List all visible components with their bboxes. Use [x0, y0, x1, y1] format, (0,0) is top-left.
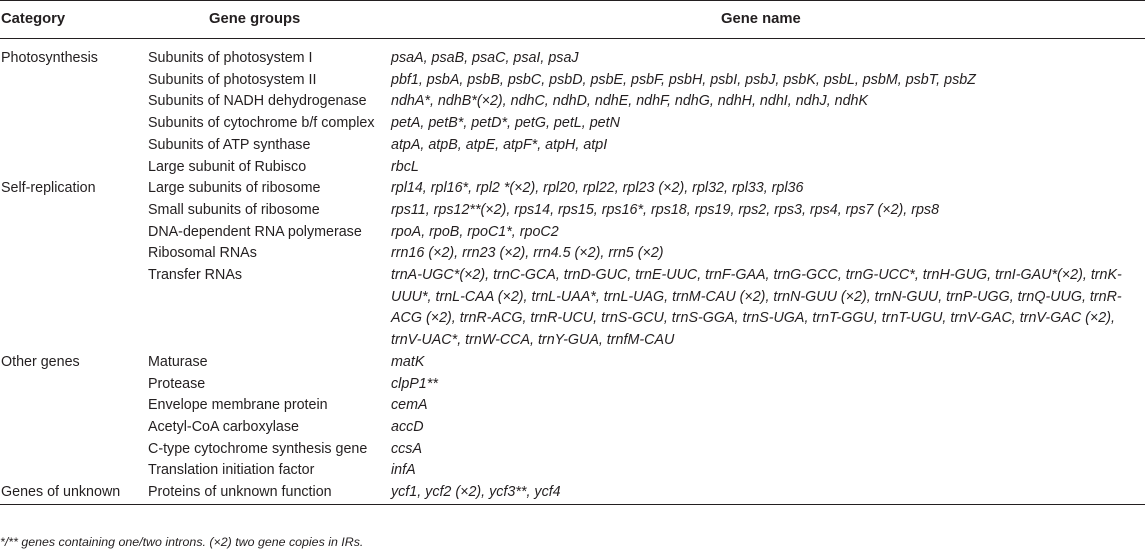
table-row: Translation initiation factor infA: [0, 460, 1145, 482]
group-cell: Proteins of unknown function: [141, 482, 389, 505]
group-cell: C-type cytochrome synthesis gene: [148, 440, 368, 457]
table-row: Acetyl-CoA carboxylase accD: [0, 417, 1145, 439]
group-cell: Translation initiation factor: [148, 462, 315, 479]
group-cell: Transfer RNAs: [148, 267, 243, 284]
category-cell: [0, 460, 141, 482]
gene-cell: accD: [391, 418, 424, 435]
header-gene-groups: Gene groups: [141, 0, 389, 39]
category-cell: [0, 374, 141, 396]
category-cell: [0, 113, 141, 135]
group-cell: Small subunits of ribosome: [148, 201, 320, 218]
table-row: Envelope membrane protein cemA: [0, 395, 1145, 417]
category-cell: [0, 91, 141, 113]
table-footnote: */** genes containing one/two introns. (…: [0, 535, 364, 549]
table-row: Small subunits of ribosome rps11, rps12*…: [0, 200, 1145, 222]
table-row: Subunits of photosystem II pbf1, psbA, p…: [0, 70, 1145, 92]
table-row: Large subunit of Rubisco rbcL: [0, 157, 1145, 179]
gene-cell: cemA: [391, 397, 428, 414]
table-row: Protease clpP1**: [0, 374, 1145, 396]
gene-cell: rpl14, rpl16*, rpl2 *(×2), rpl20, rpl22,…: [391, 180, 804, 197]
group-cell: Large subunit of Rubisco: [148, 158, 307, 175]
table-row: C-type cytochrome synthesis gene ccsA: [0, 439, 1145, 461]
gene-cell: trnA-UGC*(×2), trnC-GCA, trnD-GUC, trnE-…: [391, 267, 1122, 349]
group-cell: Subunits of photosystem I: [148, 50, 313, 66]
gene-cell: rps11, rps12**(×2), rps14, rps15, rps16*…: [391, 201, 940, 218]
category-cell: [0, 157, 141, 179]
gene-cell: pbf1, psbA, psbB, psbC, psbD, psbE, psbF…: [391, 71, 976, 88]
header-gene-name: Gene name: [389, 0, 1145, 39]
group-cell: Ribosomal RNAs: [148, 245, 257, 262]
table-row: Genes of unknown Proteins of unknown fun…: [0, 482, 1145, 505]
header-category: Category: [0, 0, 141, 39]
table-row: Self-replication Large subunits of ribos…: [0, 178, 1145, 200]
category-cell: [0, 417, 141, 439]
gene-cell: matK: [391, 353, 425, 370]
gene-cell: infA: [391, 462, 416, 479]
gene-cell: rpoA, rpoB, rpoC1*, rpoC2: [391, 223, 559, 240]
table-row: Other genes Maturase matK: [0, 352, 1145, 374]
category-cell: [0, 395, 141, 417]
group-cell: Envelope membrane protein: [148, 397, 328, 414]
table-row: Subunits of ATP synthase atpA, atpB, atp…: [0, 135, 1145, 157]
gene-cell: clpP1**: [391, 375, 438, 392]
group-cell: Protease: [148, 375, 206, 392]
gene-table-container: Category Gene groups Gene name Photosynt…: [0, 0, 1145, 505]
group-cell: Acetyl-CoA carboxylase: [148, 418, 299, 435]
table-row: Subunits of cytochrome b/f complex petA,…: [0, 113, 1145, 135]
table-row: Subunits of NADH dehydrogenase ndhA*, nd…: [0, 91, 1145, 113]
category-cell: [0, 200, 141, 222]
gene-cell: atpA, atpB, atpE, atpF*, atpH, atpI: [391, 136, 608, 153]
group-cell: Subunits of NADH dehydrogenase: [148, 93, 367, 110]
category-cell: [0, 70, 141, 92]
category-cell: [0, 243, 141, 265]
gene-cell: rrn16 (×2), rrn23 (×2), rrn4.5 (×2), rrn…: [391, 245, 664, 262]
category-cell: Other genes: [1, 353, 80, 370]
gene-cell: ndhA*, ndhB*(×2), ndhC, ndhD, ndhE, ndhF…: [391, 93, 869, 110]
gene-table: Category Gene groups Gene name Photosynt…: [0, 0, 1145, 505]
gene-cell: ycf1, ycf2 (×2), ycf3**, ycf4: [389, 482, 1145, 505]
gene-cell: ccsA: [391, 440, 422, 457]
table-header-row: Category Gene groups Gene name: [0, 0, 1145, 39]
category-cell: Self-replication: [1, 180, 96, 197]
category-cell: Photosynthesis: [1, 50, 98, 66]
category-cell: [0, 439, 141, 461]
table-row: Transfer RNAs trnA-UGC*(×2), trnC-GCA, t…: [0, 265, 1145, 352]
group-cell: Subunits of cytochrome b/f complex: [148, 115, 375, 132]
gene-cell: rbcL: [391, 158, 419, 175]
table-row: Photosynthesis Subunits of photosystem I…: [0, 39, 1145, 70]
category-cell: Genes of unknown: [0, 482, 141, 505]
gene-cell: petA, petB*, petD*, petG, petL, petN: [391, 115, 620, 132]
group-cell: Subunits of photosystem II: [148, 71, 317, 88]
gene-cell: psaA, psaB, psaC, psaI, psaJ: [391, 50, 579, 66]
group-cell: Large subunits of ribosome: [148, 180, 321, 197]
group-cell: Maturase: [148, 353, 208, 370]
table-row: Ribosomal RNAs rrn16 (×2), rrn23 (×2), r…: [0, 243, 1145, 265]
table-row: DNA-dependent RNA polymerase rpoA, rpoB,…: [0, 222, 1145, 244]
category-cell: [0, 135, 141, 157]
category-cell: [0, 265, 141, 352]
group-cell: Subunits of ATP synthase: [148, 136, 311, 153]
group-cell: DNA-dependent RNA polymerase: [148, 223, 362, 240]
category-cell: [0, 222, 141, 244]
